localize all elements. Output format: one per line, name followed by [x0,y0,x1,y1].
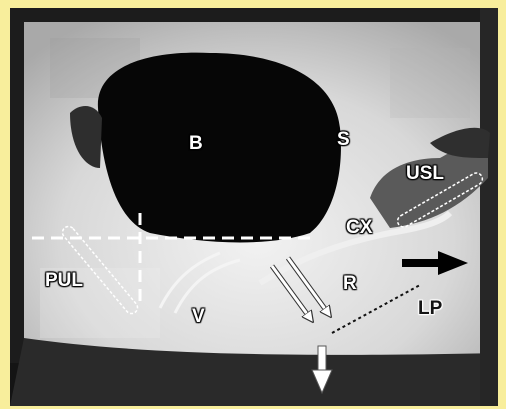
label-pubourethral-ligament: PUL [45,271,83,290]
label-bladder: B [189,134,203,153]
label-cervix: CX [346,218,372,237]
label-vagina: V [192,307,205,326]
label-rectum: R [343,274,357,293]
right-dark-edge [480,8,498,406]
bladder-shape [98,53,341,243]
radiograph-drawing [10,8,498,406]
label-levator-plate: LP [418,299,442,318]
label-uterosacral-ligament: USL [406,164,444,183]
radiograph-image [10,8,498,406]
label-sacrum: S [337,130,350,149]
